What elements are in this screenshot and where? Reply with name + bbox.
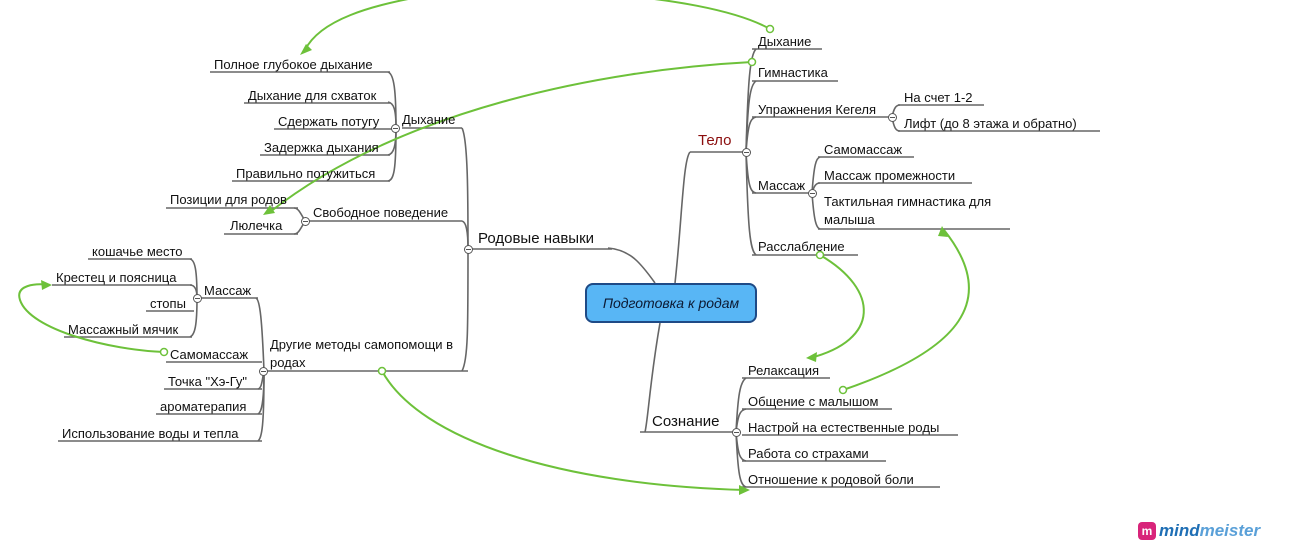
link-breathing-top: [304, 0, 771, 51]
node-mind[interactable]: Сознание: [652, 413, 720, 430]
link-relax: [809, 254, 865, 359]
node-massage-ball[interactable]: Массажный мячик: [68, 322, 179, 337]
node-cradle[interactable]: Люлечка: [230, 218, 283, 233]
node-positions[interactable]: Позиции для родов: [170, 192, 287, 207]
collapse-toggle-free[interactable]: [301, 217, 310, 226]
logo-text-mind: mind: [1159, 521, 1200, 540]
node-skills[interactable]: Родовые навыки: [478, 230, 595, 247]
logo-mark: m: [1138, 522, 1156, 540]
node-water-heat[interactable]: Использование воды и тепла: [62, 426, 239, 441]
node-he-gu-point[interactable]: Точка "Хэ-Гу": [168, 374, 247, 389]
node-relaxation-mind[interactable]: Релаксация: [748, 363, 820, 378]
branch-root-skills: [607, 247, 656, 284]
collapse-toggle-breathing[interactable]: [391, 124, 400, 133]
collapse-toggle-kegel[interactable]: [888, 113, 897, 122]
node-massage-left[interactable]: Массаж: [204, 283, 252, 298]
node-kegel[interactable]: Упражнения Кегеля: [758, 102, 877, 117]
node-self-massage-left[interactable]: Самомассаж: [170, 347, 249, 362]
node-tactile-gym[interactable]: Тактильная гимнастика для малыша: [824, 194, 992, 227]
node-feet[interactable]: стопы: [150, 296, 186, 311]
node-hold-push[interactable]: Сдержать потугу: [278, 114, 380, 129]
arrowhead-cross: [263, 205, 275, 215]
arrowhead-selfmassage: [41, 280, 52, 290]
node-body-massage[interactable]: Массаж: [758, 178, 806, 193]
node-right-push[interactable]: Правильно потужиться: [236, 166, 376, 181]
node-contraction-breath[interactable]: Дыхание для схваток: [248, 88, 377, 103]
collapse-toggle-massage-left[interactable]: [193, 294, 202, 303]
arrowhead-attitude: [739, 485, 750, 495]
collapse-toggle-other[interactable]: [259, 367, 268, 376]
node-full-breath[interactable]: Полное глубокое дыхание: [214, 57, 373, 72]
node-perineum-massage[interactable]: Массаж промежности: [824, 168, 956, 183]
node-body[interactable]: Тело: [698, 132, 732, 149]
node-cat-spot[interactable]: кошачье место: [92, 244, 183, 259]
arrowhead-breathing: [300, 44, 312, 55]
node-pain-attitude[interactable]: Отношение к родовой боли: [748, 472, 914, 487]
node-breath-hold[interactable]: Задержка дыхания: [264, 140, 379, 155]
link-attitude: [381, 370, 746, 491]
node-other-methods[interactable]: Другие методы самопомощи в родах: [270, 337, 454, 370]
root-node[interactable]: Подготовка к родам: [585, 283, 757, 323]
arrowhead-tactile: [938, 226, 948, 237]
link-selfmassage: [18, 283, 165, 353]
collapse-toggle-mind[interactable]: [732, 428, 741, 437]
node-natural-birth[interactable]: Настрой на естественные роды: [748, 420, 940, 435]
node-elevator[interactable]: Лифт (до 8 этажа и обратно): [904, 116, 1077, 131]
node-fears[interactable]: Работа со страхами: [748, 446, 869, 461]
logo-text-meister: meister: [1199, 521, 1261, 540]
node-free-behavior[interactable]: Свободное поведение: [313, 205, 449, 220]
collapse-toggle-skills[interactable]: [464, 245, 473, 254]
node-gymnastics[interactable]: Гимнастика: [758, 65, 828, 80]
node-baby-talk[interactable]: Общение с малышом: [748, 394, 879, 409]
node-self-massage-right[interactable]: Самомассаж: [824, 142, 903, 157]
arrowhead-relax: [806, 352, 817, 362]
collapse-toggle-massage-right[interactable]: [808, 189, 817, 198]
link-breathing-cross: [269, 61, 753, 213]
node-count-1-2[interactable]: На счет 1-2: [904, 90, 973, 105]
node-relaxation-body[interactable]: Расслабление: [758, 239, 845, 254]
link-tactile: [842, 229, 970, 391]
node-body-breathing[interactable]: Дыхание: [758, 34, 812, 49]
branch-root-body: [674, 151, 691, 284]
node-breathing[interactable]: Дыхание: [402, 112, 456, 127]
collapse-toggle-body[interactable]: [742, 148, 751, 157]
branch-root-mind: [644, 322, 661, 433]
node-sacrum[interactable]: Крестец и поясница: [56, 270, 177, 285]
node-aromatherapy[interactable]: ароматерапия: [160, 399, 247, 414]
